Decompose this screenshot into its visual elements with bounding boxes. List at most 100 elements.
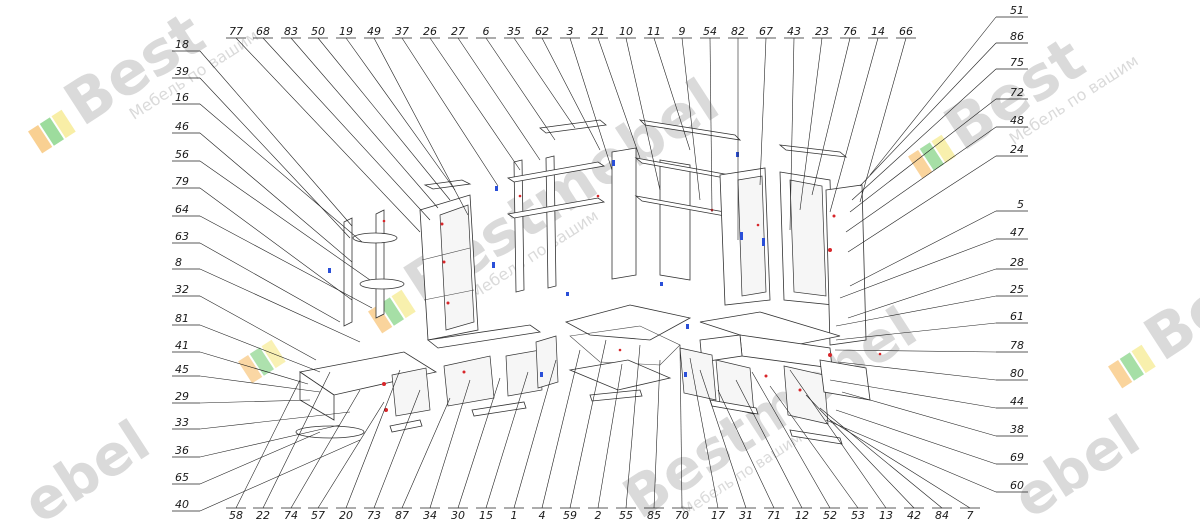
part-number-label: 76	[843, 25, 857, 38]
callout-42: 42	[805, 394, 924, 522]
part-number-label: 86	[1010, 30, 1024, 43]
part-number-label: 14	[871, 25, 885, 38]
bracket-icon	[740, 232, 743, 240]
part-number-label: 84	[935, 509, 949, 522]
leader-line	[789, 37, 795, 231]
callout-65: 65	[172, 431, 321, 485]
part-number-label: 29	[175, 390, 189, 403]
leader-line	[485, 37, 556, 141]
callout-31: 31	[699, 369, 756, 522]
leader-line	[847, 155, 997, 253]
callout-76: 76	[811, 25, 860, 196]
leader-line	[625, 37, 661, 191]
callout-81: 81	[172, 312, 321, 373]
callout-79: 79	[172, 175, 353, 301]
logo-stripe-icon	[931, 134, 956, 164]
bracket-icon	[612, 160, 615, 166]
part-number-label: 24	[1010, 143, 1024, 156]
callout-86: 86	[859, 30, 1028, 187]
leader-line	[199, 50, 353, 227]
leader-line	[625, 344, 641, 509]
part-number-label: 31	[739, 509, 753, 522]
callout-59: 59	[560, 339, 607, 522]
leader-line	[199, 103, 363, 243]
round-shelf	[295, 425, 365, 439]
shelf	[506, 161, 606, 183]
bracket-icon	[495, 186, 498, 191]
part-number-label: 9	[679, 25, 686, 38]
callout-36: 36	[172, 424, 341, 458]
part-number-label: 5	[1017, 198, 1024, 211]
callout-70: 70	[672, 344, 692, 522]
callout-73: 73	[364, 389, 421, 522]
fitting-icon	[832, 214, 836, 218]
watermark-brand-text: ebel	[12, 409, 161, 527]
callout-41: 41	[172, 339, 309, 385]
leader-line	[653, 359, 661, 509]
callout-2: 2	[588, 363, 623, 522]
part-number-label: 17	[711, 509, 725, 522]
leader-line	[819, 407, 943, 509]
callout-58: 58	[226, 379, 301, 522]
part-number-label: 69	[1010, 451, 1024, 464]
leader-line	[769, 385, 859, 509]
part-number-label: 82	[731, 25, 745, 38]
watermark-left-mid	[238, 339, 286, 384]
fitting-icon	[382, 219, 386, 223]
leader-line	[345, 37, 456, 191]
shelf-line	[423, 289, 475, 301]
logo-stripe-icon	[919, 142, 944, 171]
bracket-icon	[736, 152, 739, 157]
part-number-label: 51	[1010, 4, 1024, 17]
round-shelf	[359, 278, 405, 290]
callout-78: 78	[834, 339, 1028, 353]
callout-64: 64	[172, 203, 373, 309]
part-number-label: 81	[175, 312, 189, 325]
callout-84: 84	[819, 407, 952, 522]
part-number-label: 46	[175, 120, 189, 133]
callout-5: 5	[849, 198, 1028, 287]
callout-23: 23	[799, 25, 832, 211]
leader-line	[835, 409, 997, 465]
logo-stripe-icon	[238, 355, 263, 384]
side-panel	[343, 217, 353, 327]
bracket-icon	[762, 238, 765, 246]
leader-line	[429, 379, 471, 509]
part-number-label: 66	[899, 25, 913, 38]
callout-44: 44	[829, 379, 1028, 409]
leader-line	[457, 377, 501, 509]
callout-33: 33	[172, 411, 351, 430]
plinth	[471, 401, 527, 417]
leader-line	[513, 359, 557, 509]
leader-line	[401, 397, 451, 509]
callout-48: 48	[845, 114, 1028, 233]
leader-line	[829, 37, 879, 213]
part-number-label: 7	[967, 509, 974, 522]
top-panel	[778, 144, 848, 158]
leader-line	[513, 37, 576, 129]
part-number-label: 1	[511, 509, 518, 522]
callout-50: 50	[308, 25, 451, 201]
leader-line	[199, 242, 341, 323]
part-number-label: 19	[339, 25, 353, 38]
part-number-label: 67	[759, 25, 773, 38]
glass-door	[443, 355, 495, 407]
fitting-icon	[382, 382, 386, 386]
logo-stripe-icon	[391, 289, 416, 319]
callout-32: 32	[172, 283, 317, 361]
part-number-label: 56	[175, 148, 189, 161]
top-shelf	[638, 119, 742, 141]
logo-stripe-icon	[1108, 360, 1133, 389]
part-number-label: 65	[175, 471, 189, 484]
leader-line	[569, 37, 613, 171]
leader-line	[485, 371, 529, 509]
part-number-label: 15	[479, 509, 493, 522]
glass-door	[679, 347, 717, 401]
side-panel	[513, 159, 525, 293]
leader-line	[717, 389, 775, 509]
part-number-label: 78	[1010, 339, 1024, 352]
logo-stripe-icon	[908, 150, 933, 179]
part-number-label: 47	[1010, 226, 1024, 239]
fitting-icon	[828, 353, 832, 357]
leader-line	[199, 295, 317, 361]
